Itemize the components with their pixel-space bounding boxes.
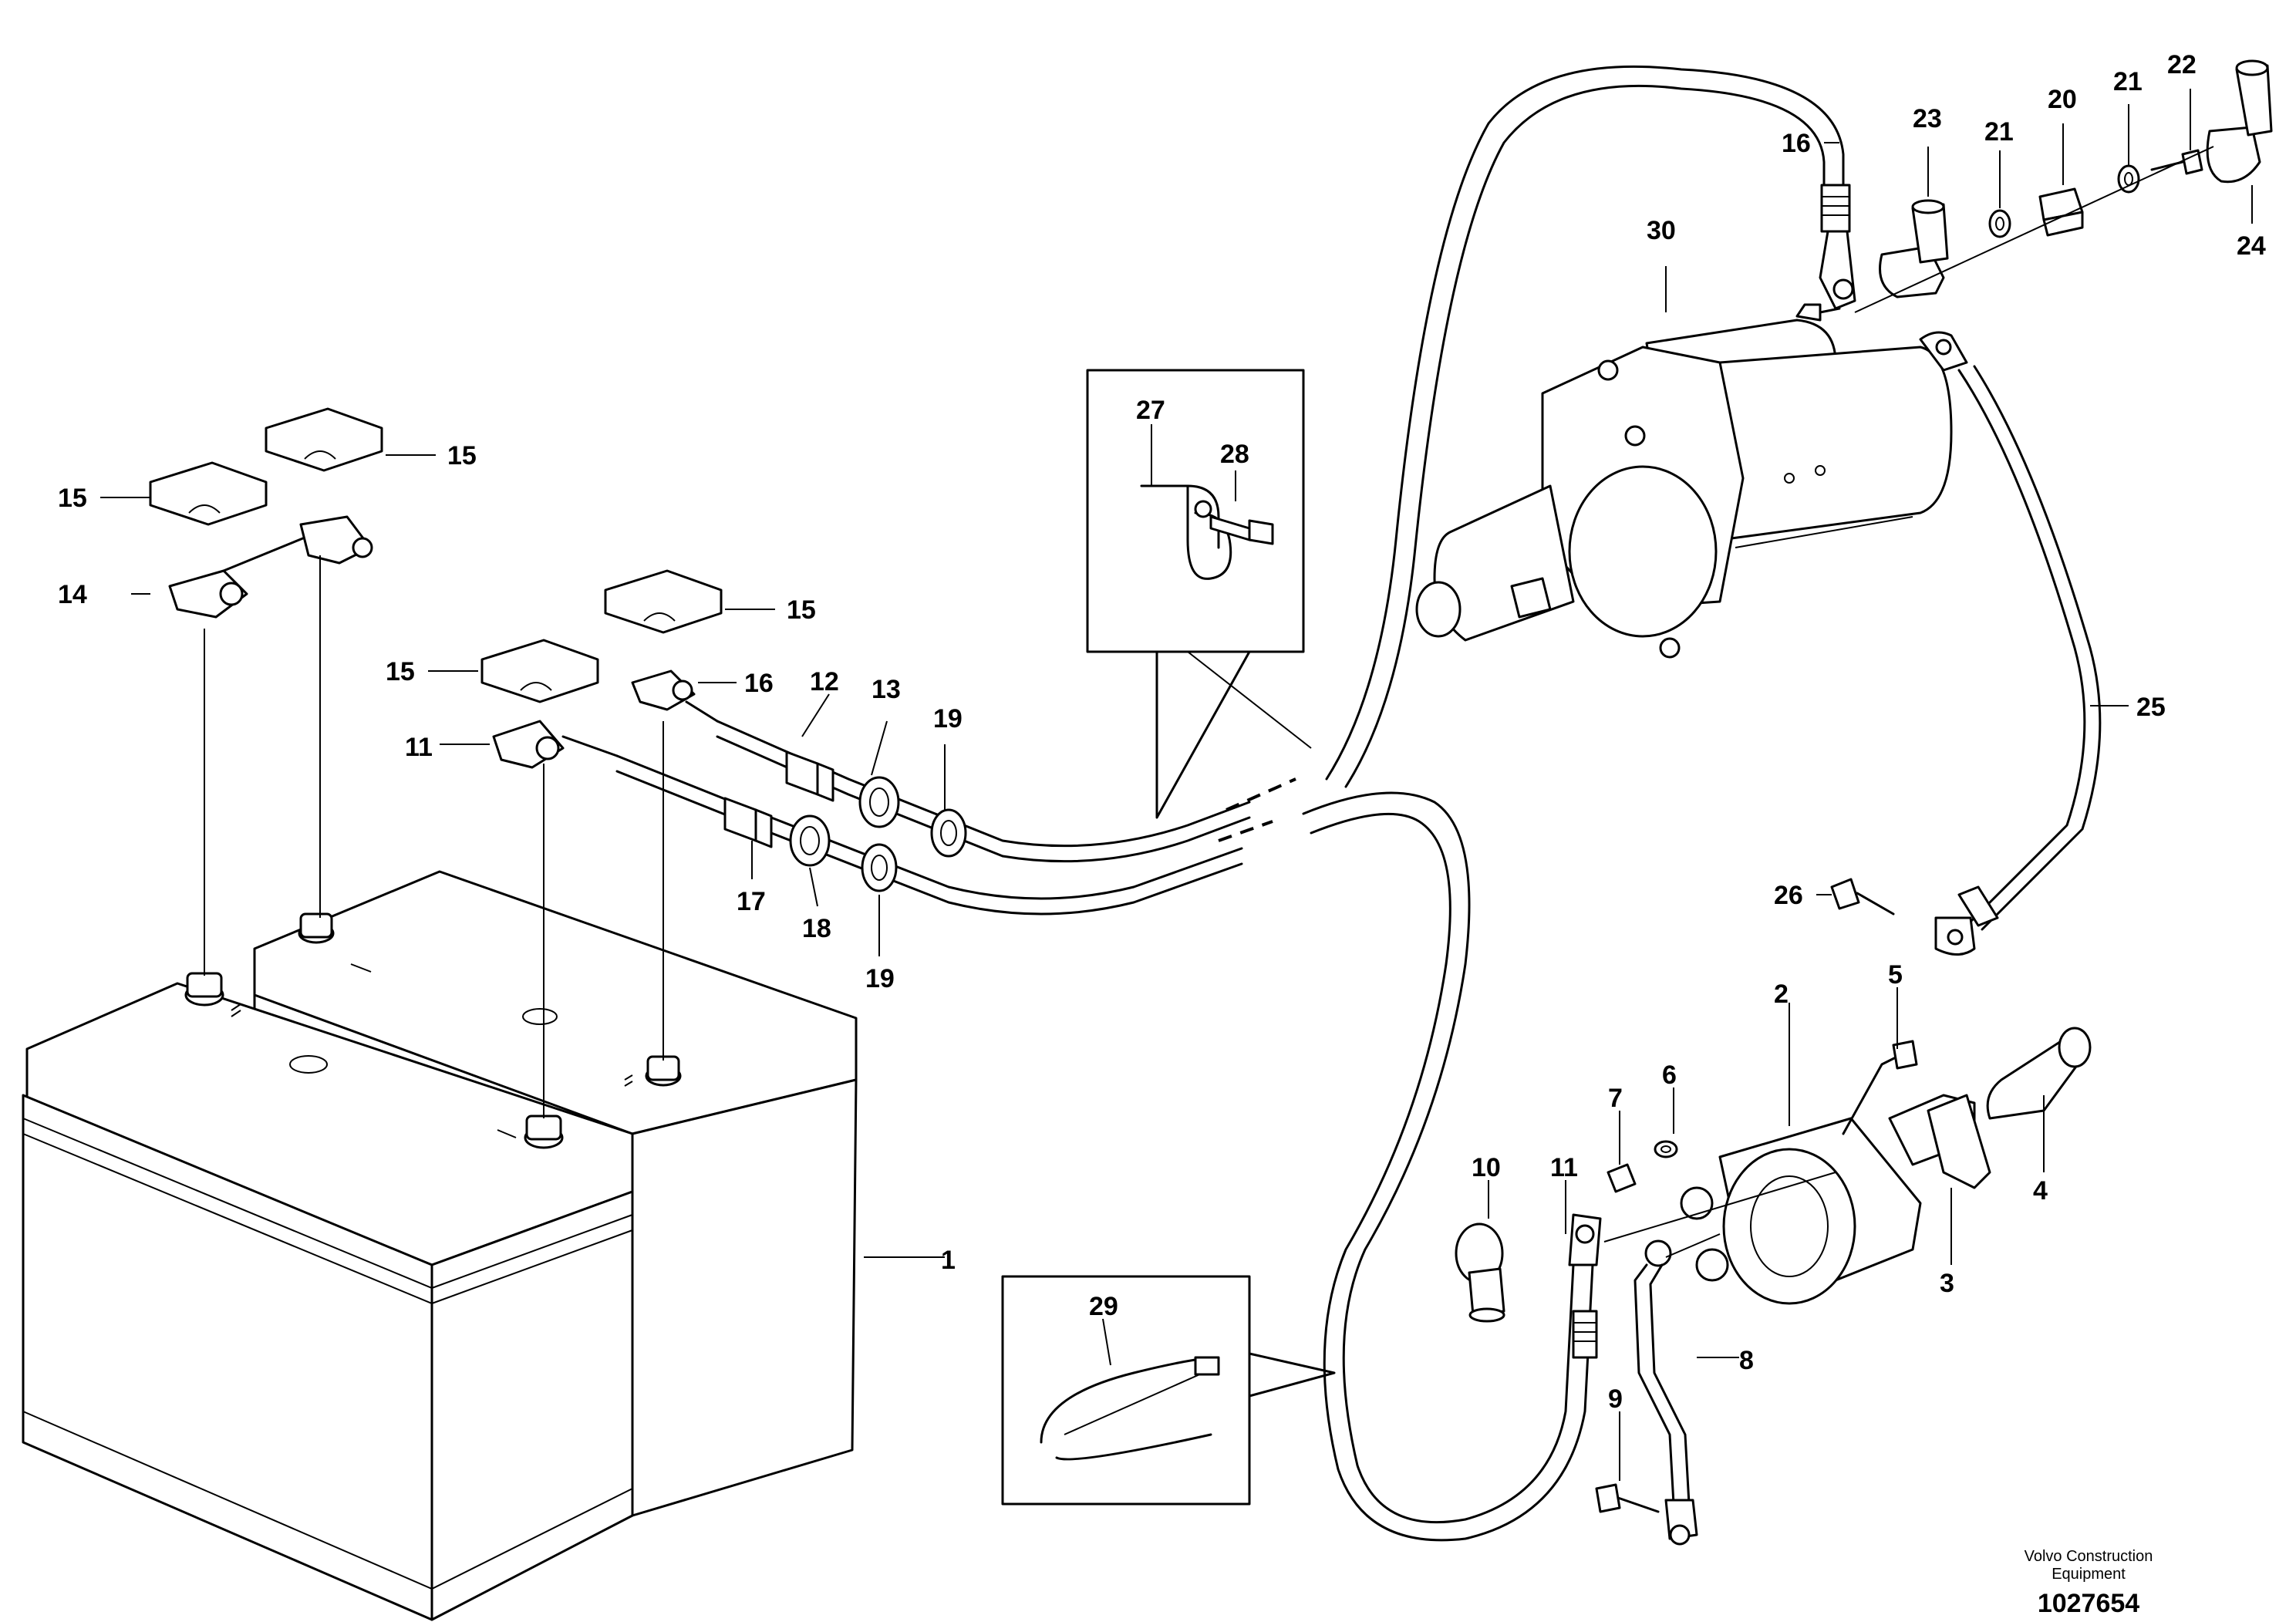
battery-cable [615,754,1273,916]
battery-cable [716,720,1296,863]
label-10: 10 [1472,1153,1501,1182]
label-21-b: 21 [2113,67,2143,96]
battery-clamp [631,669,719,723]
label-23: 23 [1913,104,1942,133]
assembly-line [1854,146,2214,313]
label-9: 9 [1608,1384,1623,1414]
label-1: 1 [941,1246,956,1275]
label-27: 27 [1136,396,1165,425]
boot-23 [1879,199,1949,298]
label-30: 30 [1647,216,1676,245]
cable-nut [789,814,831,867]
label-20: 20 [2048,85,2077,114]
label-19-b: 19 [865,964,895,993]
label-7: 7 [1608,1084,1623,1113]
boot-24 [2206,59,2273,184]
cable-8 [1633,1239,1698,1546]
label-12: 12 [810,667,839,696]
cap-10 [1455,1222,1505,1323]
leader-lines [100,89,2253,1481]
positive-cable-16 [1325,65,1856,788]
washer-6 [1654,1140,1678,1158]
label-21-a: 21 [1984,117,2014,147]
cable-grommet [785,750,834,802]
nut-20 [2038,187,2084,237]
boot-4 [1986,1027,2092,1120]
label-25: 25 [2136,693,2166,722]
long-cable-to-relay [1302,791,1602,1542]
terminal-cover [149,461,268,526]
ground-cable-25 [1919,331,2102,956]
label-13: 13 [872,675,901,704]
bolt-9 [1595,1483,1660,1513]
assembly-line [1603,1172,1836,1243]
brand-line-2: Equipment [2052,1566,2126,1583]
cable-washer [930,808,967,858]
starter-motor [1415,303,1953,659]
bolt-22 [2150,149,2203,175]
label-19-a: 19 [933,704,963,733]
detail-box-cable-tie [1001,1275,1336,1506]
bolt-26 [1830,878,1895,916]
label-17: 17 [737,887,766,916]
washer-21 [2117,164,2140,194]
battery-rear [253,870,858,1517]
label-15-c: 15 [386,657,415,686]
label-4: 4 [2033,1176,2048,1206]
label-2: 2 [1774,980,1789,1009]
detail-box-clip [1086,369,1312,819]
battery-front [22,972,634,1621]
label-22: 22 [2167,50,2197,79]
brand-line-1: Volvo Construction [2025,1548,2153,1565]
label-3: 3 [1940,1269,1954,1298]
label-16-clamp: 16 [744,669,774,698]
label-16-cable: 16 [1782,129,1811,158]
cable-washer [861,843,898,892]
cable-grommet [723,797,773,848]
terminal-cover [480,639,599,703]
label-29: 29 [1089,1292,1118,1321]
drawing-number: 1027654 [2038,1589,2139,1618]
nut-7 [1607,1163,1637,1193]
label-14: 14 [58,580,87,609]
solenoid-relay [1680,1094,1991,1305]
label-11-relay: 11 [1550,1153,1578,1182]
washer-21 [1988,209,2011,238]
label-5: 5 [1888,960,1903,990]
assembly-line [1665,1233,1721,1258]
label-15-d: 15 [787,595,816,625]
terminal-cover [604,569,723,634]
label-28: 28 [1220,440,1249,469]
label-15-b: 15 [447,441,477,470]
bolt-5 [1842,1040,1918,1135]
battery-clamp [492,720,619,769]
terminal-cover [265,407,383,472]
cable-nut [858,776,900,828]
label-15-a: 15 [58,484,87,513]
label-18: 18 [802,914,831,943]
label-26: 26 [1774,881,1803,910]
battery-clamp [168,515,373,619]
label-11-clamp: 11 [405,733,433,762]
label-24: 24 [2237,231,2266,261]
label-6: 6 [1662,1061,1677,1090]
label-8: 8 [1739,1346,1754,1375]
